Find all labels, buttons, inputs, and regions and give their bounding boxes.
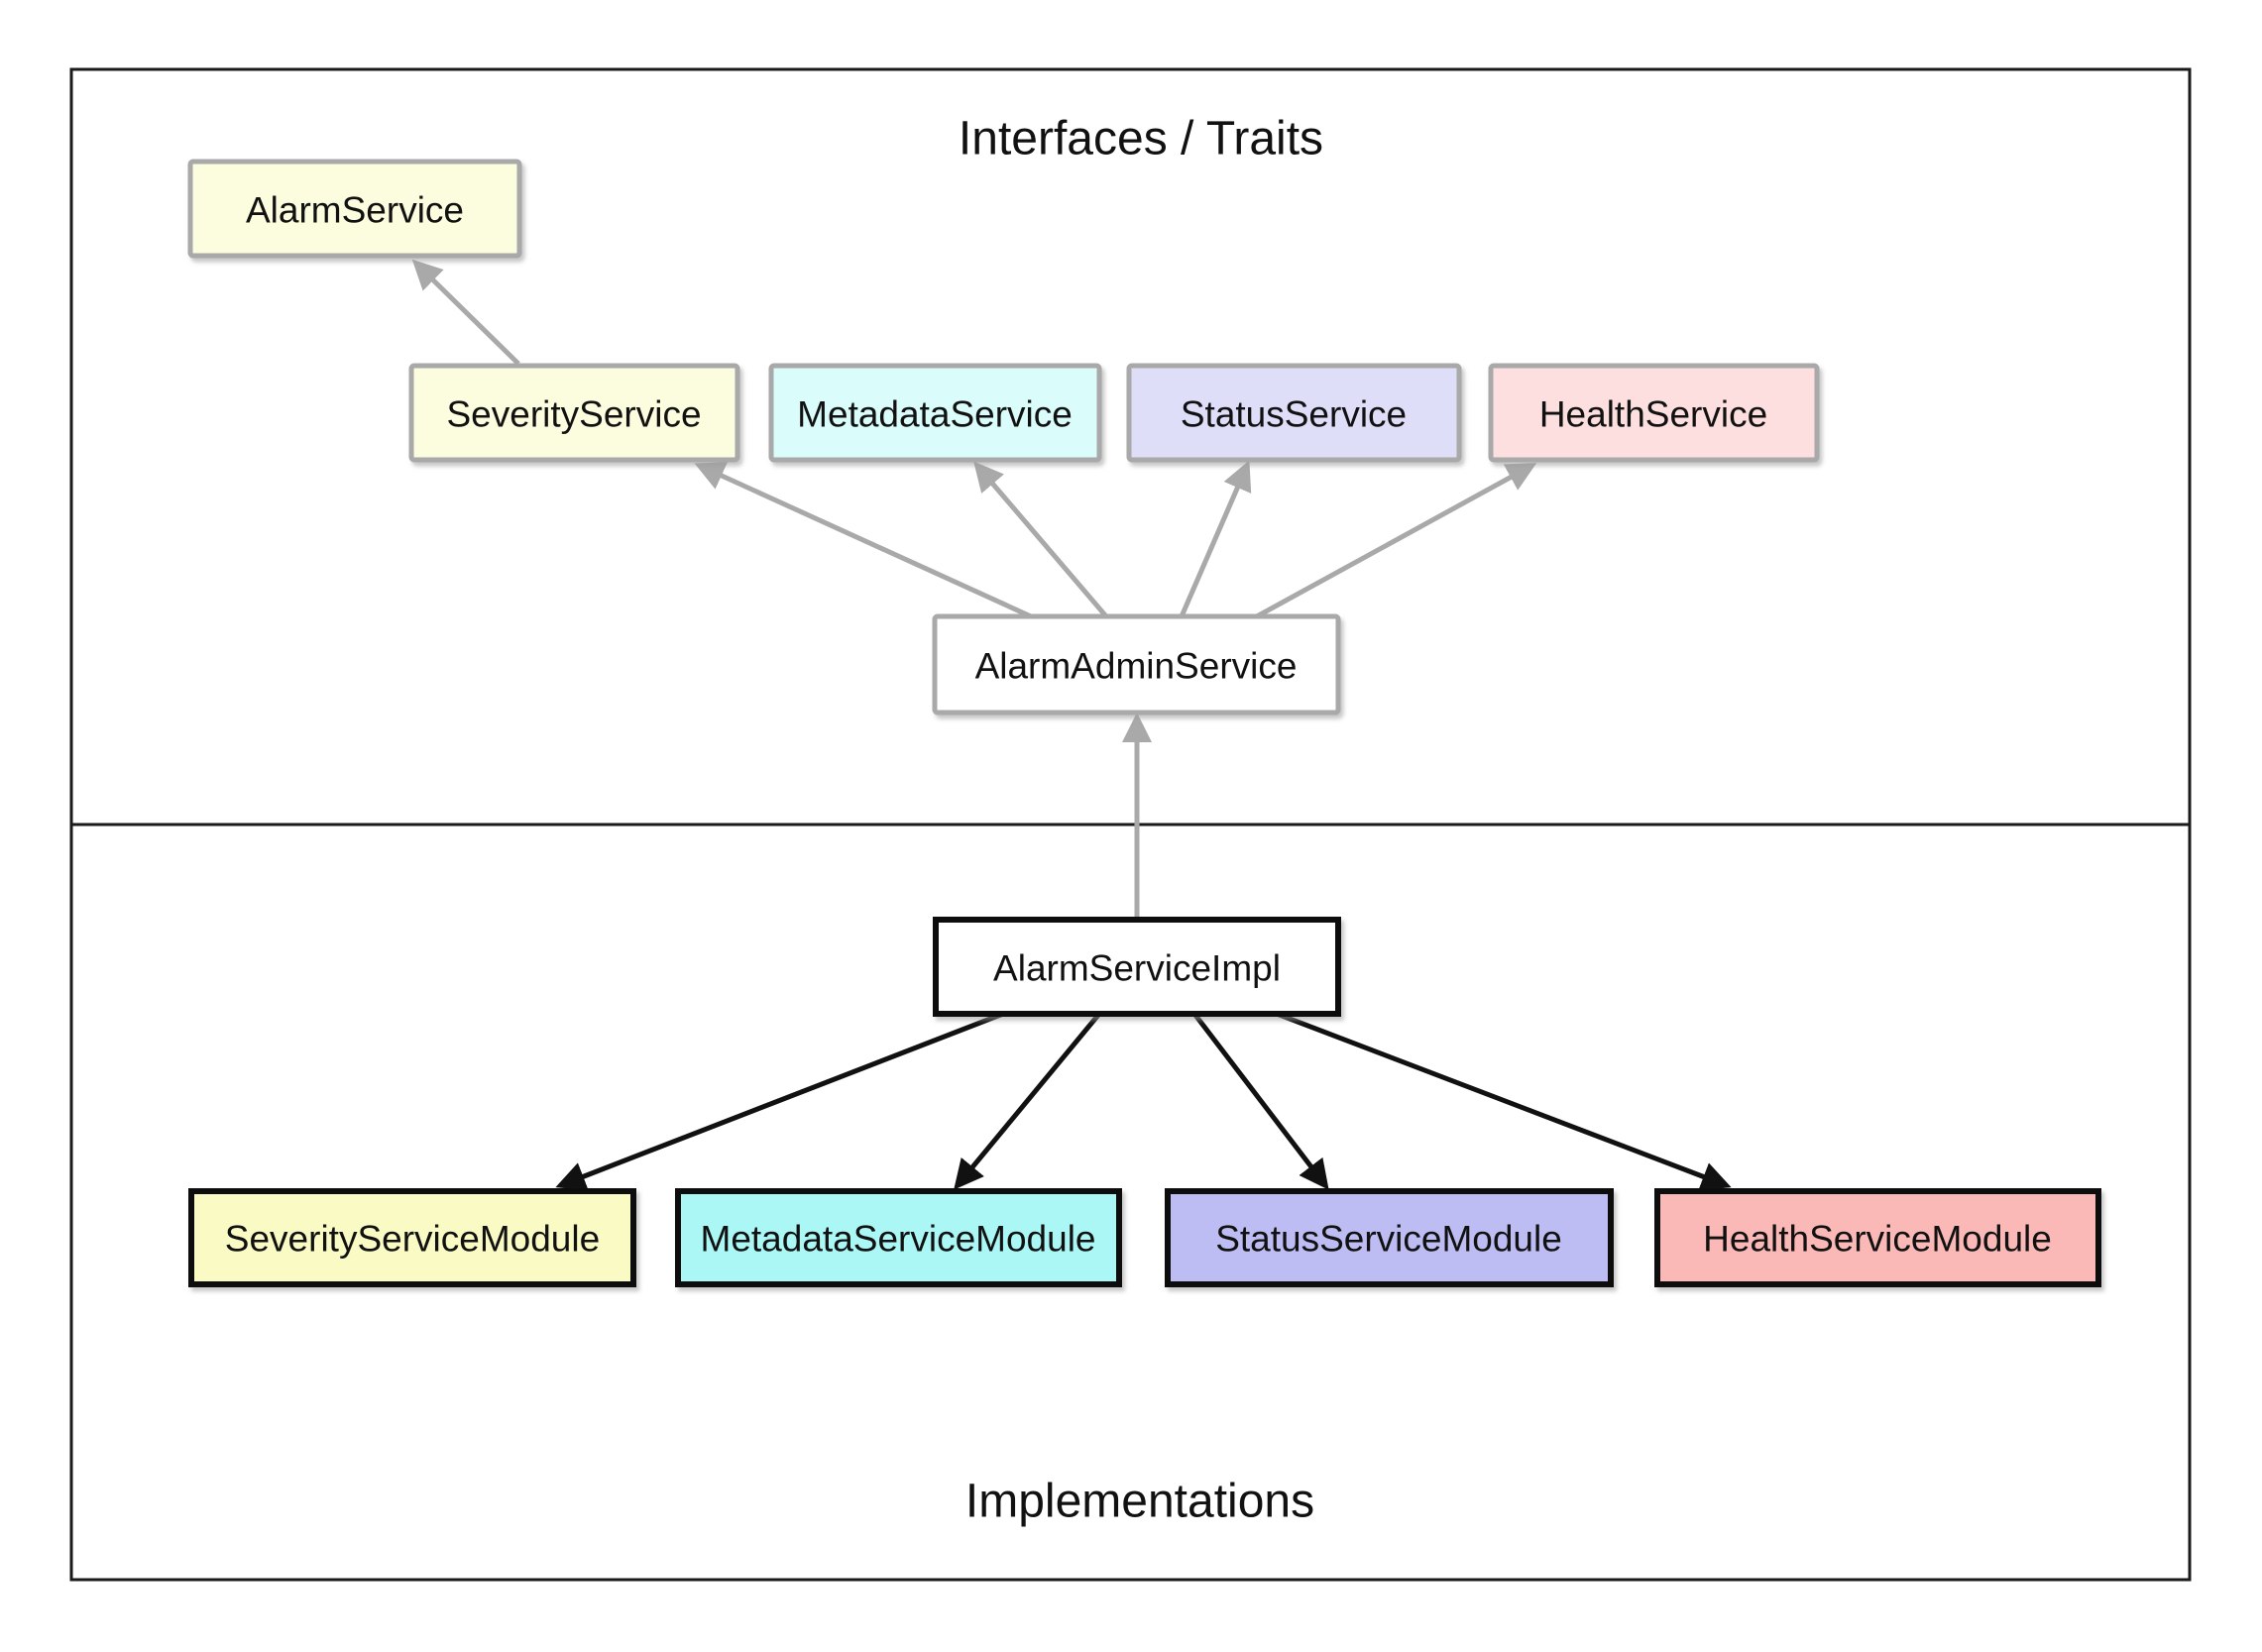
node-health-service-box	[1488, 363, 1820, 463]
edge-alarmserviceimpl-to-healthservicemodule	[1276, 1011, 1732, 1191]
node-severity-service-box	[408, 363, 740, 463]
node-status-service-box	[1126, 363, 1462, 463]
node-alarm-admin-service-box	[932, 613, 1341, 716]
node-metadata-service-label: MetadataService	[797, 394, 1073, 435]
node-severity-service-module: SeverityServiceModule	[188, 1188, 636, 1287]
node-severity-service-module-box	[188, 1188, 636, 1287]
node-alarm-service-box	[187, 159, 522, 259]
section-title-interfaces: Interfaces / Traits	[959, 113, 1323, 165]
node-status-service-module: StatusServiceModule	[1165, 1188, 1614, 1287]
node-alarm-service-impl-box	[933, 917, 1341, 1017]
node-metadata-service-box	[768, 363, 1102, 463]
node-metadata-service: MetadataService	[768, 363, 1102, 463]
node-alarm-service-label: AlarmService	[246, 190, 464, 231]
node-status-service-module-box	[1165, 1188, 1614, 1287]
node-health-service-module-box	[1654, 1188, 2101, 1287]
node-severity-service-module-label: SeverityServiceModule	[225, 1219, 600, 1260]
node-health-service-label: HealthService	[1539, 394, 1767, 435]
node-status-service-label: StatusService	[1181, 394, 1407, 435]
edge-alarmserviceimpl-to-severityservicemodule	[555, 1011, 1004, 1191]
node-alarm-admin-service-label: AlarmAdminService	[975, 646, 1298, 687]
node-status-service: StatusService	[1126, 363, 1462, 463]
edge-alarmserviceimpl-to-statusservicemodule	[1192, 1012, 1329, 1190]
node-health-service: HealthService	[1488, 363, 1820, 463]
edge-alarmadminservice-to-healthservice	[1255, 463, 1537, 619]
node-metadata-service-module: MetadataServiceModule	[675, 1188, 1122, 1287]
node-metadata-service-module-label: MetadataServiceModule	[701, 1219, 1096, 1260]
node-alarm-service: AlarmService	[187, 159, 522, 259]
node-status-service-module-label: StatusServiceModule	[1215, 1219, 1562, 1260]
interface-edges	[411, 259, 1537, 918]
node-health-service-module: HealthServiceModule	[1654, 1188, 2101, 1287]
node-alarm-service-impl: AlarmServiceImpl	[933, 917, 1341, 1017]
node-metadata-service-module-box	[675, 1188, 1122, 1287]
node-severity-service-label: SeverityService	[446, 394, 701, 435]
edge-alarmadminservice-to-metadataservice	[973, 461, 1108, 618]
node-health-service-module-label: HealthServiceModule	[1703, 1219, 2052, 1260]
edge-severityservice-to-alarmservice	[411, 259, 520, 366]
edge-alarmserviceimpl-to-metadataservicemodule	[954, 1012, 1101, 1190]
implementation-edges	[555, 1011, 1732, 1191]
edge-alarmadminservice-to-statusservice	[1179, 460, 1252, 617]
edge-alarmadminservice-to-severityservice	[694, 462, 1033, 619]
section-title-implementations: Implementations	[965, 1476, 1314, 1528]
node-alarm-admin-service: AlarmAdminService	[932, 613, 1341, 716]
node-alarm-service-impl-label: AlarmServiceImpl	[993, 948, 1281, 989]
node-severity-service: SeverityService	[408, 363, 740, 463]
